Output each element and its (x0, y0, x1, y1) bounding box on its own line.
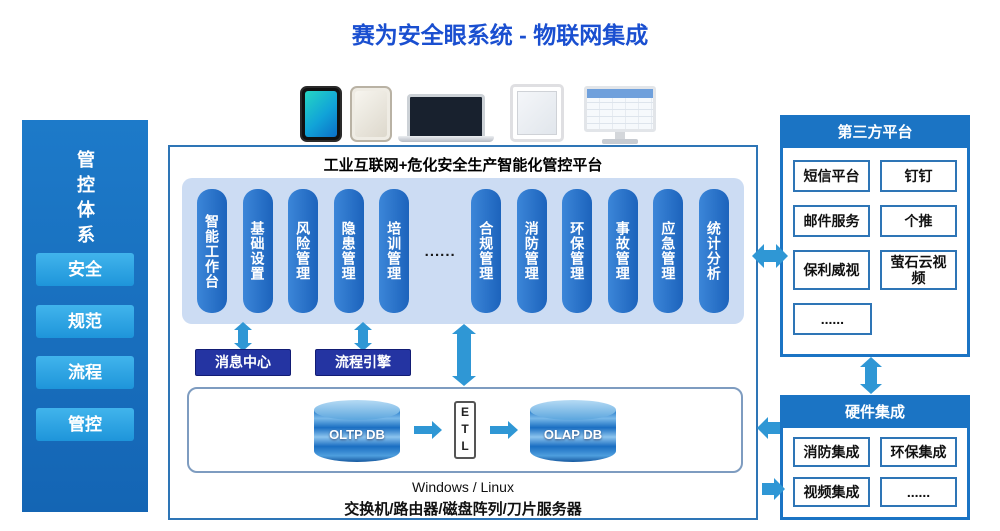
page-title: 赛为安全眼系统 - 物联网集成 (351, 22, 649, 48)
hardware-panel-title: 硬件集成 (783, 398, 967, 428)
third-party-panel: 第三方平台 短信平台 钉钉 邮件服务 个推 保利威视 萤石云视频 ...... (780, 115, 970, 357)
phone-screen (305, 91, 337, 137)
hardware-item-video: 视频集成 (793, 477, 870, 507)
third-party-item-ezviz: 萤石云视频 (880, 250, 957, 291)
hardware-panel-body: 消防集成 环保集成 视频集成 ...... (783, 428, 967, 516)
platform-box: 工业互联网+危化安全生产智能化管控平台 智能工作台 基础设置 风险管理 隐患管理… (168, 145, 758, 520)
module-pill-fire: 消防管理 (516, 189, 547, 313)
tablet-screen (517, 91, 557, 135)
module-pill-workbench: 智能工作台 (197, 189, 227, 313)
laptop-base (398, 136, 494, 142)
arrow-thirdparty-hardware (860, 357, 882, 394)
tablet-icon (510, 84, 564, 142)
control-system-title: 管控体系 (75, 150, 95, 250)
laptop-icon (398, 94, 494, 142)
database-layer-box: OLTP DB ETL OLAP DB (187, 387, 743, 473)
laptop-screen (407, 94, 485, 136)
third-party-item-dingtalk: 钉钉 (880, 160, 957, 192)
module-pill-training: 培训管理 (379, 189, 410, 313)
third-party-item-sms: 短信平台 (793, 160, 870, 192)
module-pill-environment: 环保管理 (562, 189, 593, 313)
smartphone-icon (350, 86, 392, 142)
modules-ellipsis: ...... (424, 242, 456, 260)
arrow-hardware-database (757, 417, 780, 439)
oltp-db-cylinder: OLTP DB (314, 400, 400, 462)
monitor-screen (584, 86, 656, 132)
left-panel-item-standard: 规范 (36, 305, 134, 338)
module-pill-statistics: 统计分析 (698, 189, 729, 313)
module-strip: 智能工作台 基础设置 风险管理 隐患管理 培训管理 ...... 合规管理 消防… (182, 178, 744, 324)
arrow-modules-process-engine (354, 322, 372, 351)
left-panel-item-process: 流程 (36, 356, 134, 389)
smartphone-icon (300, 86, 342, 142)
etl-box: ETL (454, 401, 476, 459)
hardware-item-fire: 消防集成 (793, 437, 870, 467)
olap-db-cylinder: OLAP DB (530, 400, 616, 462)
third-party-item-ellipsis: ...... (793, 303, 872, 336)
arrow-modules-database (452, 324, 476, 386)
module-pill-risk: 风险管理 (288, 189, 319, 313)
module-pill-emergency: 应急管理 (653, 189, 684, 313)
third-party-panel-title: 第三方平台 (783, 118, 967, 148)
monitor-base (602, 139, 638, 144)
platform-title: 工业互联网+危化安全生产智能化管控平台 (323, 157, 603, 174)
os-label: Windows / Linux (412, 479, 514, 495)
oltp-db-label: OLTP DB (329, 427, 385, 442)
arrow-etl-olap (490, 421, 518, 439)
infrastructure-label: 交换机/路由器/磁盘阵列/刀片服务器 (344, 501, 582, 518)
node-process-engine: 流程引擎 (315, 349, 411, 376)
control-system-panel: 管控体系 安全 规范 流程 管控 (22, 120, 148, 512)
arrow-infrastructure-hardware (762, 478, 785, 500)
olap-db-label: OLAP DB (543, 427, 603, 442)
third-party-item-getui: 个推 (880, 205, 957, 237)
hardware-panel: 硬件集成 消防集成 环保集成 视频集成 ...... (780, 395, 970, 520)
hardware-item-environment: 环保集成 (880, 437, 957, 467)
phone-screen (355, 91, 387, 137)
third-party-item-email: 邮件服务 (793, 205, 870, 237)
module-pill-compliance: 合规管理 (471, 189, 502, 313)
hardware-item-ellipsis: ...... (880, 477, 957, 507)
third-party-item-polyv: 保利威视 (793, 250, 870, 291)
module-pill-basic-settings: 基础设置 (242, 189, 273, 313)
monitor-stand (615, 132, 625, 139)
arrow-modules-message-center (234, 322, 252, 351)
arrow-oltp-etl (414, 421, 442, 439)
module-pill-hazard: 隐患管理 (333, 189, 364, 313)
arrow-platform-thirdparty (752, 244, 788, 268)
node-message-center: 消息中心 (195, 349, 291, 376)
left-panel-item-safety: 安全 (36, 253, 134, 286)
third-party-panel-body: 短信平台 钉钉 邮件服务 个推 保利威视 萤石云视频 ...... (783, 148, 967, 347)
left-panel-item-control: 管控 (36, 408, 134, 441)
module-pill-accident: 事故管理 (607, 189, 638, 313)
desktop-monitor-icon (584, 86, 656, 144)
